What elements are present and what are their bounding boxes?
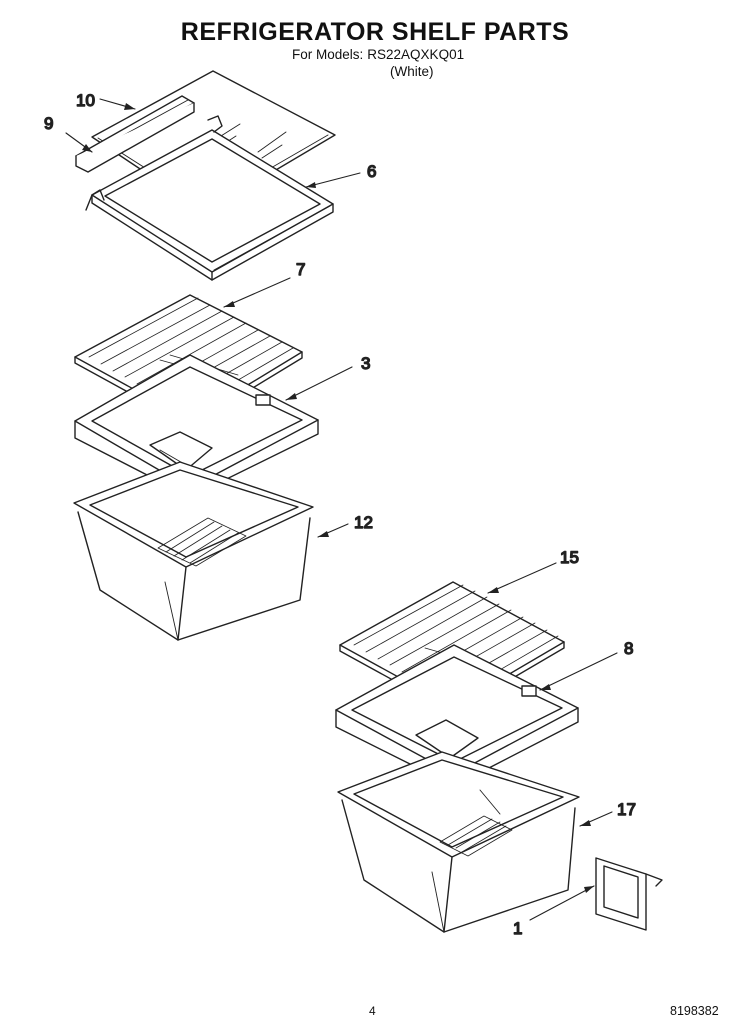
- leader-15: [487, 562, 557, 594]
- leader-8: [539, 652, 618, 691]
- crisper-pan-lower-part: [337, 751, 580, 933]
- page-number: 4: [369, 1004, 376, 1018]
- leader-1: [529, 885, 595, 921]
- color-variant: (White): [390, 64, 434, 79]
- callout-1: 1: [513, 919, 522, 938]
- model-number: RS22AQXKQ01: [367, 47, 465, 62]
- leader-3: [285, 366, 353, 401]
- trim-strip-part: [75, 95, 195, 173]
- leader-arrows: [82, 103, 594, 893]
- models-line: For Models:RS22AQXKQ01: [292, 47, 464, 63]
- callout-15: 15: [560, 548, 579, 567]
- callout-3: 3: [361, 354, 370, 373]
- label-holder-part: [595, 857, 663, 931]
- callout-9: 9: [44, 114, 53, 133]
- callout-7: 7: [296, 260, 305, 279]
- callout-10: 10: [76, 91, 95, 110]
- callout-6: 6: [367, 162, 376, 181]
- callout-17: 17: [617, 800, 636, 819]
- page-title: REFRIGERATOR SHELF PARTS: [180, 18, 570, 46]
- crisper-cover-insert-lower-part: [339, 581, 565, 714]
- callout-8: 8: [624, 639, 633, 658]
- leader-7: [223, 277, 291, 308]
- document-code: 8198382: [670, 1004, 719, 1018]
- shelf-frame-part: [85, 115, 334, 281]
- callout-12: 12: [354, 513, 373, 532]
- crisper-cover-frame-lower-part: [335, 644, 579, 787]
- for-models-label: For Models:: [292, 47, 364, 62]
- crisper-pan-part: [73, 461, 314, 641]
